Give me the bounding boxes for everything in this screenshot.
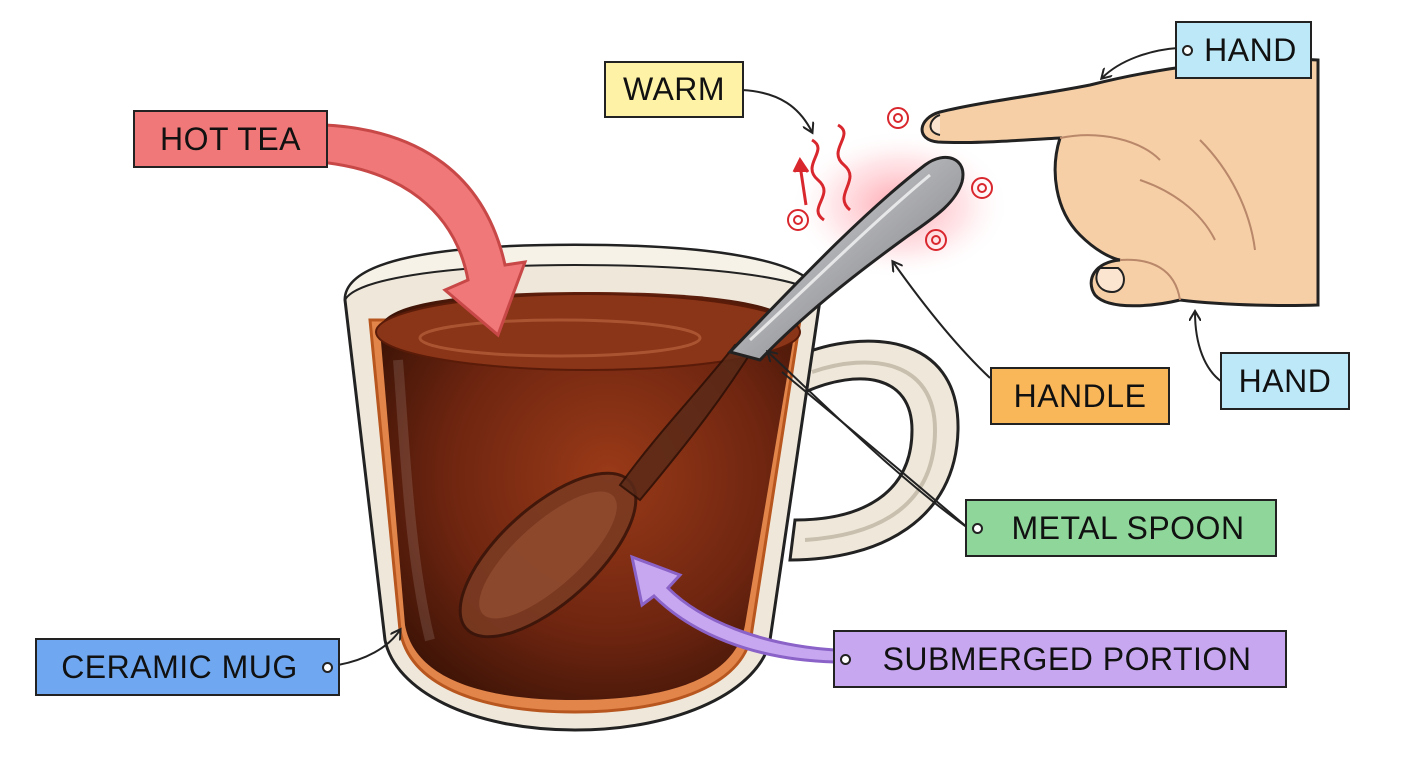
hand-top-arrow bbox=[1102, 47, 1179, 78]
tag-hole-icon bbox=[1182, 44, 1193, 56]
mug-handle bbox=[788, 339, 960, 562]
label-submerged-portion: SUBMERGED PORTION bbox=[833, 630, 1287, 688]
ceramic-mug-arrow bbox=[337, 630, 400, 666]
label-warm-text: WARM bbox=[622, 71, 726, 107]
label-submerged-portion-text: SUBMERGED PORTION bbox=[882, 640, 1252, 677]
metal-spoon-arrow-2 bbox=[781, 371, 969, 529]
label-hand-bottom: HAND bbox=[1220, 352, 1350, 410]
label-hand-top-text: HAND bbox=[1204, 31, 1297, 68]
submerged-portion-arrow bbox=[629, 554, 837, 664]
label-hot-tea: HOT TEA bbox=[133, 110, 328, 168]
label-hand-bottom-text: HAND bbox=[1238, 362, 1332, 399]
label-hand-top: HAND bbox=[1175, 21, 1312, 79]
spoon-handle bbox=[727, 155, 965, 362]
metal-spoon-arrow bbox=[768, 352, 969, 529]
arrows bbox=[318, 47, 1223, 666]
heat-indicator bbox=[787, 107, 993, 251]
label-ceramic-mug: CERAMIC MUG bbox=[35, 638, 340, 696]
warm-arrow bbox=[741, 89, 812, 132]
label-metal-spoon-text: METAL SPOON bbox=[1011, 509, 1245, 546]
tag-hole-icon bbox=[972, 522, 983, 534]
label-ceramic-mug-text: CERAMIC MUG bbox=[61, 648, 298, 685]
hand bbox=[920, 57, 1320, 308]
tag-hole-icon bbox=[840, 653, 851, 665]
metal-spoon bbox=[458, 130, 1010, 639]
label-handle-text: HANDLE bbox=[1013, 377, 1147, 414]
tag-hole-icon bbox=[322, 661, 333, 673]
label-handle: HANDLE bbox=[990, 367, 1170, 425]
hot-tea-arrow bbox=[318, 123, 528, 338]
handle-arrow bbox=[893, 262, 991, 379]
vibration-marks bbox=[787, 107, 993, 251]
label-hot-tea-text: HOT TEA bbox=[159, 120, 301, 157]
label-warm: WARM bbox=[604, 61, 744, 118]
label-metal-spoon: METAL SPOON bbox=[965, 499, 1277, 557]
hand-bottom-arrow bbox=[1195, 312, 1223, 383]
